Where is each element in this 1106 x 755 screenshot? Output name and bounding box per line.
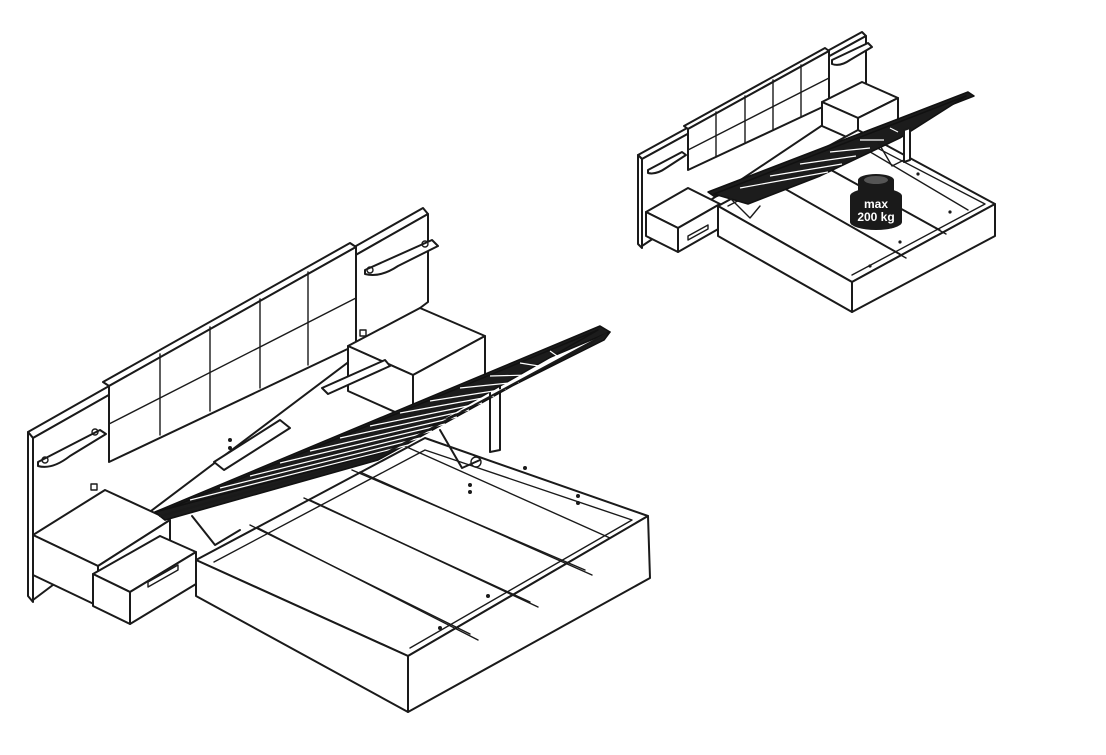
shelf-right — [364, 239, 439, 276]
small-shelf-left — [647, 151, 687, 175]
slats — [189, 350, 561, 501]
slatted-base-lifted — [154, 325, 611, 521]
max-weight-badge: max 200 kg — [850, 174, 902, 230]
small-slatted-base-lifted — [707, 91, 975, 219]
small-shelf-right — [831, 42, 873, 66]
weight-label-line1: max — [864, 197, 888, 211]
weight-label-line2: 200 kg — [857, 210, 894, 224]
nightstand-left — [32, 489, 197, 625]
switch-right — [359, 329, 367, 337]
bed-frame — [195, 359, 651, 713]
small-bed-drawing: max 200 kg — [637, 31, 996, 313]
shelf-left — [37, 428, 107, 468]
large-bed-drawing — [27, 207, 651, 713]
switch-left — [90, 483, 98, 491]
small-nightstand-left — [645, 187, 721, 253]
small-headboard-cushion — [683, 47, 830, 171]
